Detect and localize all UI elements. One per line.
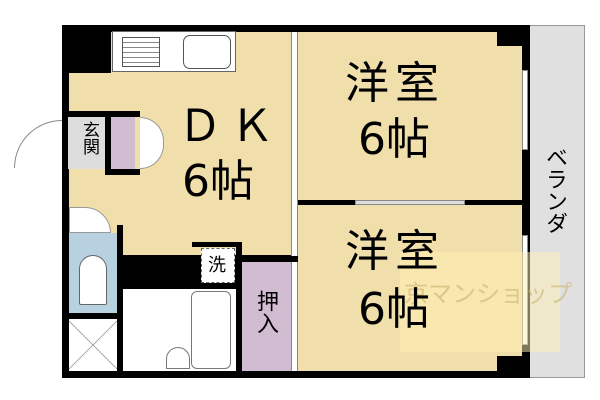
wall (117, 283, 237, 289)
entrance-door (14, 120, 62, 168)
washbasin-icon (166, 347, 190, 369)
wall (68, 111, 140, 117)
stove-icon (122, 37, 160, 67)
bathroom (123, 289, 236, 371)
room1-floor (298, 32, 522, 200)
dk-size: 6帖 (182, 156, 254, 207)
sink-icon (183, 35, 231, 69)
wall (497, 32, 525, 46)
shoe-closet (111, 117, 135, 169)
dk-label: ＤＫ (178, 101, 282, 152)
room1-label: 洋室 (345, 58, 445, 109)
watermark-text: 京マンショップ (404, 280, 572, 308)
room2-label: 洋室 (345, 226, 445, 277)
wall (497, 356, 525, 372)
wall (68, 313, 120, 319)
room-door (291, 32, 298, 255)
watermark-logo: 京マンショップ (400, 252, 572, 352)
entrance-area: 玄関 (68, 117, 108, 169)
window (522, 70, 528, 150)
toilet-room (69, 233, 117, 313)
bathtub-icon (191, 291, 231, 369)
entrance-label: 玄関 (79, 121, 99, 155)
closet-label: 押入 (253, 290, 278, 334)
wall (105, 111, 111, 175)
wall (192, 242, 242, 247)
laundry-label: 洗 (208, 255, 226, 276)
wall (105, 169, 140, 175)
wall-block (69, 32, 111, 73)
closet: 押入 (242, 262, 291, 371)
wall (236, 242, 242, 372)
room1-size: 6帖 (358, 114, 430, 165)
laundry-space: 洗 (201, 248, 235, 283)
storage-box (69, 319, 117, 371)
toilet-icon (79, 255, 107, 305)
kitchen-counter (112, 31, 236, 72)
balcony-label: ベランダ (542, 146, 567, 234)
wall (117, 225, 123, 375)
partition (355, 200, 465, 205)
room-door (291, 255, 298, 371)
wall (236, 256, 298, 262)
room2-size: 6帖 (358, 284, 430, 335)
